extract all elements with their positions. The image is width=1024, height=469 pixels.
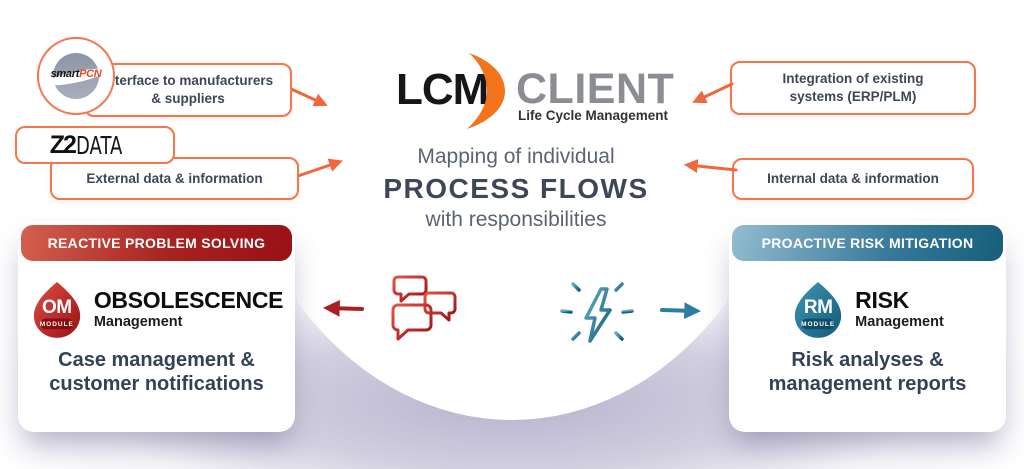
obsolescence-card: REACTIVE PROBLEM SOLVING OM MODULE OBSOL… [18,222,295,432]
external-data-label: External data & information [86,170,263,186]
crescent-icon [467,53,505,129]
logo-tagline: Life Cycle Management [518,108,669,123]
integration-box-line1: Integration of existing [782,71,924,87]
smartpcn-wordmark: smartPCN [39,68,113,80]
obsolescence-module-row: OM MODULE OBSOLESCENCE Management [18,278,295,340]
orange-arrow-bottom-right-icon [683,159,738,173]
internal-data-label: Internal data & information [767,171,939,187]
om-module-icon: OM MODULE [30,280,84,338]
obsolescence-desc-line2: customer notifications [49,372,264,395]
risk-subtitle: Management [855,313,944,330]
client-logo-text: CLIENT [516,65,675,113]
om-module-tag: MODULE [39,321,74,328]
red-arrow-left-icon [322,299,364,317]
risk-desc-line2: management reports [768,372,967,395]
smartpcn-logo: smartPCN [37,37,115,115]
lightning-icon [560,270,634,353]
smartpcn-pcn-text: PCN [79,68,102,80]
interface-box: Interface to manufacturers & suppliers [84,63,292,117]
proactive-header: PROACTIVE RISK MITIGATION [732,225,1003,261]
rm-module-tag: MODULE [801,321,836,328]
integration-box: Integration of existing systems (ERP/PLM… [730,61,976,115]
chat-bubbles-icon [391,275,457,341]
risk-title: RISK [855,286,909,313]
lcm-logo-text: LCM [396,65,489,114]
obsolescence-title: OBSOLESCENCE [93,286,284,313]
headline: Mapping of individual PROCESS FLOWS with… [346,144,686,234]
rm-module-icon: RM MODULE [791,280,845,338]
smartpcn-smart-text: smart [50,68,80,80]
obsolescence-subtitle: Management [93,313,183,330]
orange-arrow-top-right-icon [692,82,734,104]
risk-desc-line1: Risk analyses & [791,349,944,371]
orange-arrow-top-left-icon [287,86,328,107]
headline-line1: Mapping of individual [417,145,615,168]
interface-box-line2: & suppliers [151,91,225,106]
reactive-header: REACTIVE PROBLEM SOLVING [21,225,292,261]
headline-line2: PROCESS FLOWS [383,173,649,205]
risk-module-row: RM MODULE RISK Management [729,278,1006,340]
external-data-box: External data & information [50,157,299,200]
orange-arrow-bottom-left-icon [293,158,343,179]
internal-data-box: Internal data & information [732,158,974,200]
interface-box-line1: Interface to manufacturers [102,73,274,89]
risk-card: PROACTIVE RISK MITIGATION RM MODULE RISK [729,222,1006,432]
obsolescence-title-block: OBSOLESCENCE Management [93,286,284,330]
z2data-bold-text: Z2 [49,130,77,159]
om-abbr: OM [42,297,72,318]
smartpcn-globe-icon [46,53,106,99]
obsolescence-desc-line1: Case management & [58,349,255,371]
risk-title-block: RISK Management [855,286,944,330]
obsolescence-description: Case management & customer notifications [18,349,295,396]
rm-abbr: RM [803,297,833,318]
headline-line3: with responsibilities [425,208,607,232]
z2data-rest-text: DATA [75,130,123,160]
integration-box-line2: systems (ERP/PLM) [789,89,917,104]
risk-description: Risk analyses & management reports [729,349,1006,396]
teal-arrow-right-icon [660,302,702,320]
